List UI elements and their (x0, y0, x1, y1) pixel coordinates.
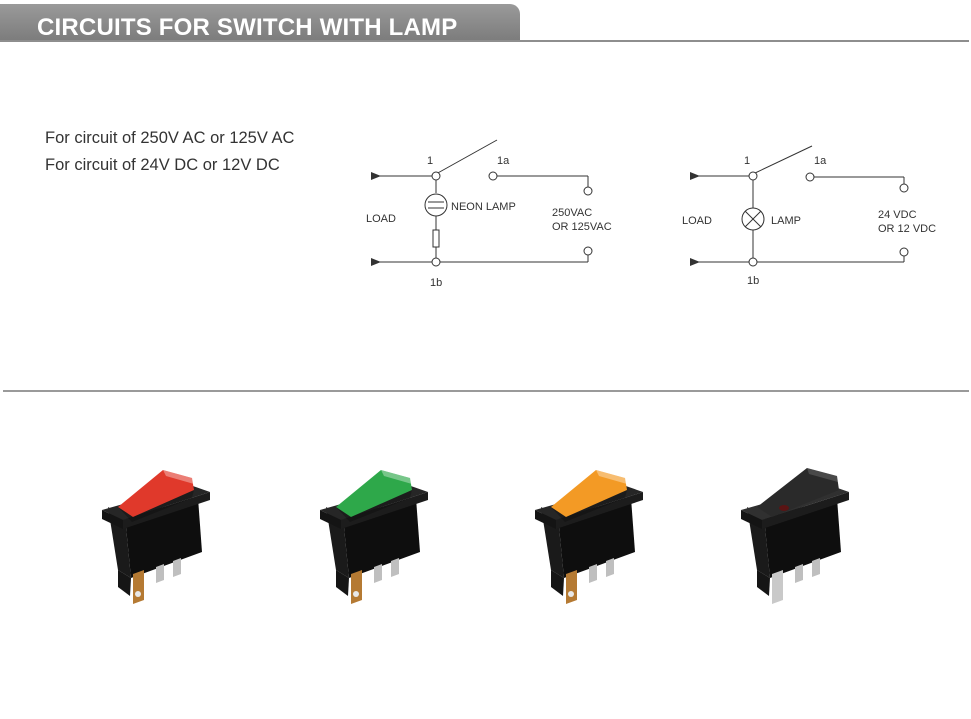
circuit-notes: For circuit of 250V AC or 125V AC For ci… (45, 125, 294, 179)
label-supply-line2: OR 12 VDC (878, 223, 936, 235)
page-title: CIRCUITS FOR SWITCH WITH LAMP (37, 14, 458, 41)
neon-lamp-symbol (424, 193, 448, 217)
label-load: LOAD (366, 213, 396, 225)
supply-terminal-top (899, 183, 909, 193)
switch-lever (435, 139, 498, 175)
label-terminal-1: 1 (744, 155, 750, 167)
label-terminal-1: 1 (427, 155, 433, 167)
terminal-1b (431, 257, 441, 267)
rocker-switch-green (320, 470, 428, 604)
terminal-1 (431, 171, 441, 181)
resistor-symbol (432, 229, 440, 248)
rocker-cap-highlight (807, 468, 838, 482)
terminal-1 (748, 171, 758, 181)
terminal-tabs (133, 558, 181, 604)
switch-lever (752, 145, 813, 175)
supply-terminal-bottom (899, 247, 909, 257)
indicator-lens-icon (779, 505, 789, 511)
header-divider (0, 40, 969, 42)
circuit-dc (690, 145, 909, 267)
terminal-1a (488, 171, 498, 181)
terminal-tabs (351, 558, 399, 604)
rocker-cap (336, 470, 412, 517)
label-terminal-1a: 1a (497, 155, 510, 167)
circuit-diagrams: 1 1a 1b LOAD NEON LAMP 250VAC OR 125VAC … (366, 139, 936, 289)
terminal-1a (805, 172, 815, 182)
label-supply-line1: 24 VDC (878, 209, 917, 221)
rocker-cap-highlight (596, 470, 627, 484)
header-tab: CIRCUITS FOR SWITCH WITH LAMP (0, 4, 520, 42)
terminal-1b (748, 257, 758, 267)
terminal-tabs (566, 558, 614, 604)
rocker-switch-orange (535, 470, 643, 604)
note-dc: For circuit of 24V DC or 12V DC (45, 156, 280, 174)
supply-terminal-bottom (583, 246, 593, 256)
supply-terminal-top (583, 186, 593, 196)
rocker-switch-black (741, 468, 849, 604)
rocker-cap (118, 470, 194, 517)
rocker-cap-highlight (163, 470, 194, 484)
label-neon-lamp: NEON LAMP (451, 201, 516, 213)
label-terminal-1b: 1b (747, 275, 759, 287)
note-ac: For circuit of 250V AC or 125V AC (45, 129, 295, 147)
label-terminal-1a: 1a (814, 155, 827, 167)
rocker-cap (757, 468, 839, 517)
rocker-cap-highlight (381, 470, 412, 484)
label-supply-line2: OR 125VAC (552, 221, 612, 233)
label-lamp: LAMP (771, 215, 801, 227)
rocker-cap (551, 470, 627, 517)
terminal-tabs (772, 558, 820, 604)
label-terminal-1b: 1b (430, 277, 442, 289)
rocker-switch-red (102, 470, 210, 604)
label-load: LOAD (682, 215, 712, 227)
lamp-cross-b (744, 210, 762, 228)
section-divider (3, 390, 969, 392)
circuit-ac (371, 139, 593, 267)
label-supply-line1: 250VAC (552, 207, 592, 219)
